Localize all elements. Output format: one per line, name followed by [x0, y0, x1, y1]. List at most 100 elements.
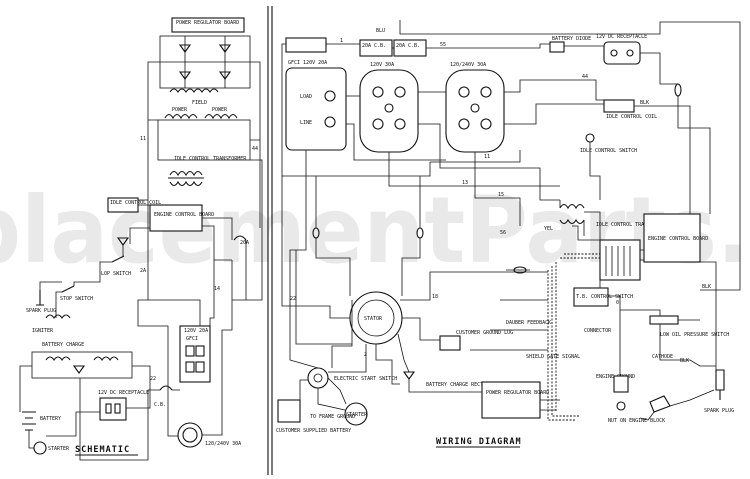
schematic-igniter-label: IGNITER	[32, 328, 54, 334]
wiring-recA-t3	[372, 118, 384, 130]
schematic-lop-switch	[111, 255, 125, 263]
wiring-idle-coil	[603, 99, 635, 113]
schematic-spark-label: SPARK PLUG	[26, 308, 56, 314]
wiring-start-switch-inner	[313, 373, 323, 383]
wiring-inline-connector-1	[312, 227, 320, 239]
schematic-stop-label: STOP SWITCH	[60, 296, 93, 302]
schematic-dc-pin2	[114, 403, 121, 414]
wiring-battery-diode	[549, 41, 565, 53]
schematic-power2-label: POWER	[212, 107, 228, 113]
wiring-start-switch-label: ELECTRIC START SWITCH	[334, 376, 397, 382]
wiring-regulator-top	[285, 37, 327, 53]
wiring-fuse-icon	[674, 83, 682, 97]
wiring-nut-label: NUT ON ENGINE BLOCK	[608, 418, 665, 424]
wiring-dc-receptacle-label: 12V DC RECEPTACLE	[596, 34, 647, 40]
wiring-idle-switch-label: IDLE CONTROL SWITCH	[580, 148, 637, 154]
wiring-recB-t3	[458, 118, 470, 130]
wiring-wire-13: 13	[462, 180, 468, 186]
schematic-wire-22: 22	[150, 376, 156, 382]
schematic-power-windings	[164, 113, 238, 120]
wiring-wire-44b: 44	[582, 74, 588, 80]
schematic-starter-label: STARTER	[48, 446, 70, 452]
wiring-receptacle-b	[445, 69, 505, 153]
wiring-wire-55: 55	[440, 42, 446, 48]
wiring-recA-t2	[394, 86, 406, 98]
wiring-gfci-label: GFCI 120V 20A	[288, 60, 327, 66]
schematic-gfci-outlet3	[185, 361, 195, 373]
schematic-240v-label: 120/240V 30A	[205, 441, 241, 447]
wiring-wire-15: 15	[498, 192, 504, 198]
wiring-recB-t2	[480, 86, 492, 98]
wiring-line-label: LINE	[300, 120, 312, 126]
schematic-wire-11: 11	[140, 136, 146, 142]
wiring-power-board	[481, 381, 541, 419]
wiring-rectifier-label: BATTERY CHARGE RECTIFIER	[426, 382, 499, 388]
wiring-idle-switch	[585, 133, 595, 143]
wiring-starter	[344, 402, 368, 426]
schematic-power-box	[157, 119, 251, 161]
wiring-dc-pin1	[610, 49, 618, 57]
schematic-panel: POWER REGULATOR BOARD FIELD POWER POWER …	[19, 6, 273, 475]
wiring-starter-label: STARTER	[346, 412, 368, 418]
schematic-bridge-lines	[160, 36, 250, 88]
wiring-wires	[281, 20, 741, 421]
wiring-panel: 20A C.B. 20A C.B. GFCI 120V 20A LOAD LIN…	[276, 20, 741, 448]
wiring-recB-t4	[480, 118, 492, 130]
schematic-field-label: FIELD	[192, 100, 207, 106]
wiring-stator-label: STATOR	[364, 316, 383, 322]
schematic-regulator-board	[171, 17, 245, 33]
schematic-idle-transformer-label: IDLE CONTROL TRANSFORMER	[174, 156, 247, 162]
schematic-gfci-box	[179, 325, 211, 383]
wiring-igniter	[649, 395, 671, 413]
wiring-spark-plug-label: SPARK PLUG	[704, 408, 734, 414]
schematic-title: SCHEMATIC	[75, 445, 130, 455]
schematic-gfci-outlet4	[195, 361, 205, 373]
wiring-gfci-terminal2	[324, 116, 336, 128]
wiring-dc-receptacle	[603, 41, 641, 65]
wiring-wire-56: 56	[500, 230, 506, 236]
wiring-title: WIRING DIAGRAM	[436, 437, 522, 447]
schematic-gfci-rating-label: 120V 20A	[184, 328, 208, 334]
schematic-cb2-symbol	[233, 235, 247, 241]
schematic-wire-14: 14	[214, 286, 220, 292]
wiring-cb1-label: 20A C.B.	[362, 43, 386, 49]
wiring-wire-blk: BLK	[702, 284, 711, 290]
wiring-connector-block	[599, 239, 641, 281]
wiring-wire-11b: 11	[484, 154, 490, 160]
wiring-idle-coil-label: IDLE CONTROL COIL	[606, 114, 657, 120]
schematic-engine-board-label: ENGINE CONTROL BOARD	[154, 212, 214, 218]
schematic-charge-windings	[45, 356, 119, 361]
schematic-20a-label: 20A	[240, 240, 249, 246]
wiring-cb2-label: 20A C.B.	[396, 43, 420, 49]
wiring-wire-yel: YEL	[544, 226, 553, 232]
wiring-idle-transformer	[559, 203, 585, 225]
wiring-wire-2: 2	[364, 352, 367, 358]
wiring-start-switch	[307, 367, 329, 389]
schematic-cb-symbol	[159, 385, 173, 391]
wiring-recA-t1	[372, 86, 384, 98]
wiring-customer-battery	[277, 399, 301, 423]
wiring-wire-blk3: BLK	[680, 358, 689, 364]
wiring-ground-connector	[613, 375, 629, 393]
schematic-charge-diode	[72, 365, 86, 374]
schematic-wires	[19, 61, 263, 461]
wiring-wire-0: 0	[616, 300, 619, 306]
schematic-cb-label: C.B.	[154, 402, 166, 408]
wiring-inline-connector-2	[416, 227, 424, 239]
schematic-stop-switch	[61, 285, 75, 293]
schematic-spark-plug	[36, 290, 44, 306]
wiring-load-label: LOAD	[300, 94, 312, 100]
wiring-wire-blu: BLU	[376, 28, 385, 34]
wiring-recB-center	[470, 103, 480, 113]
wiring-recA-t4	[394, 118, 406, 130]
wiring-nut-icon	[616, 401, 626, 411]
schematic-engine-board	[149, 204, 203, 232]
wiring-wire-blk2: BLK	[640, 100, 649, 106]
schematic-gfci-outlet1	[185, 345, 195, 357]
wiring-wire-18: 18	[432, 294, 438, 300]
wiring-engine-board-label: ENGINE CONTROL BOARD	[648, 236, 708, 242]
schematic-igniter-coil	[45, 314, 71, 319]
schematic-dc-label: 12V DC RECEPTACLE	[98, 390, 149, 396]
wiring-power-board-label: POWER REGULATOR BOARD	[486, 390, 549, 396]
